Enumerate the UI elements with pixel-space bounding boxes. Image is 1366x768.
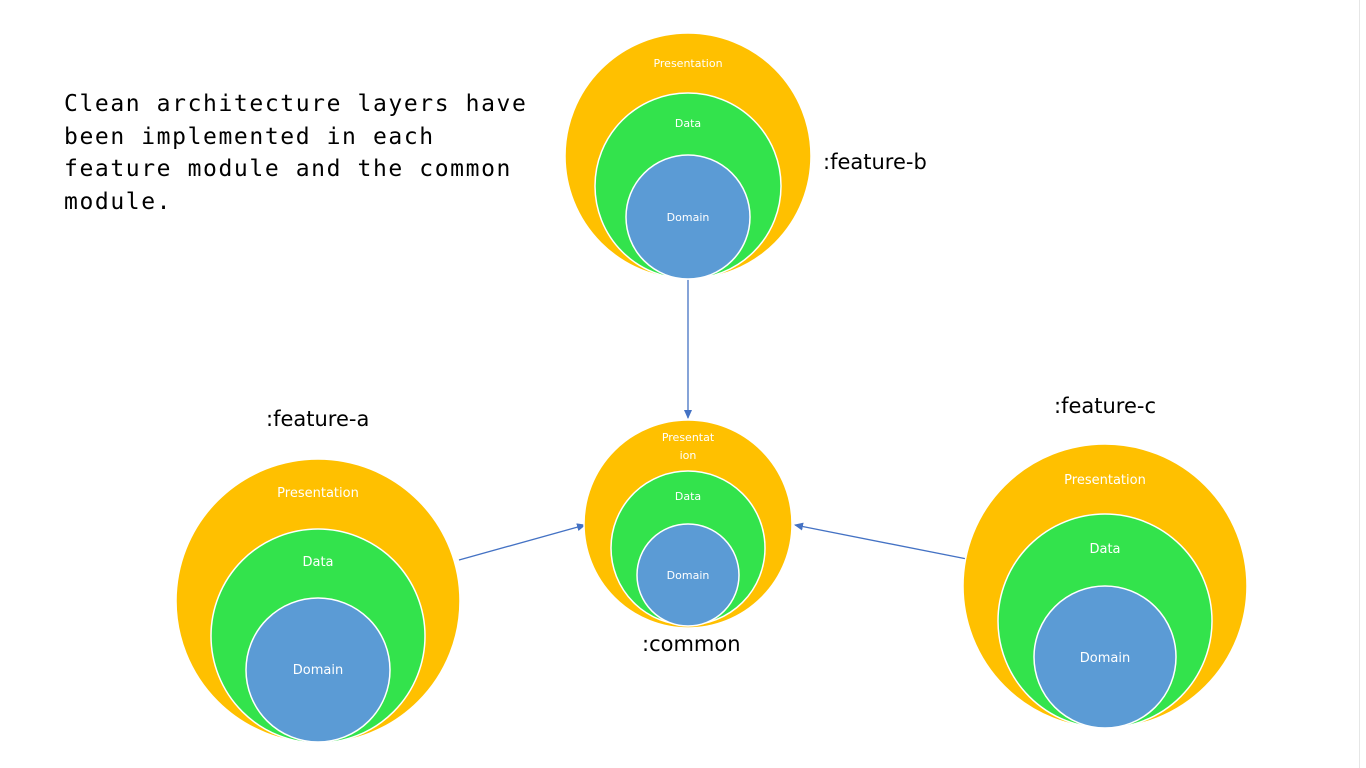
module-label-feature-b: :feature-b: [823, 150, 927, 174]
module-label-feature-c: :feature-c: [1054, 394, 1157, 418]
slide-edge: [1359, 0, 1366, 768]
domain-label: Domain: [1080, 651, 1130, 666]
data-label: Data: [675, 117, 701, 130]
data-label: Data: [675, 490, 701, 503]
domain-layer: [245, 597, 391, 743]
presentation-label: Presentation: [653, 57, 722, 70]
data-label: Data: [302, 555, 333, 570]
module-feature-a: Presentation Data Domain: [175, 458, 461, 744]
domain-layer: [636, 523, 740, 627]
caption-text: Clean architecture layers have been impl…: [64, 91, 543, 215]
domain-layer: [625, 154, 751, 280]
module-label-common: :common: [642, 632, 741, 656]
domain-layer: [1033, 585, 1177, 729]
module-feature-b: Presentation Data Domain: [564, 32, 812, 280]
module-feature-c: Presentation Data Domain: [962, 443, 1248, 729]
arrow-feature-c-to-common: [794, 522, 973, 561]
module-label-feature-a: :feature-a: [266, 407, 370, 431]
presentation-label-line1: Presentat: [662, 431, 715, 444]
domain-label: Domain: [667, 569, 710, 582]
presentation-label: Presentation: [1064, 473, 1146, 488]
presentation-label: Presentation: [277, 486, 359, 501]
data-label: Data: [1089, 542, 1120, 557]
domain-label: Domain: [667, 211, 710, 224]
module-common: Presentat ion Data Domain: [583, 419, 793, 629]
arrow-feature-a-to-common: [458, 523, 586, 561]
domain-label: Domain: [293, 663, 343, 678]
presentation-label-line2: ion: [680, 449, 697, 462]
